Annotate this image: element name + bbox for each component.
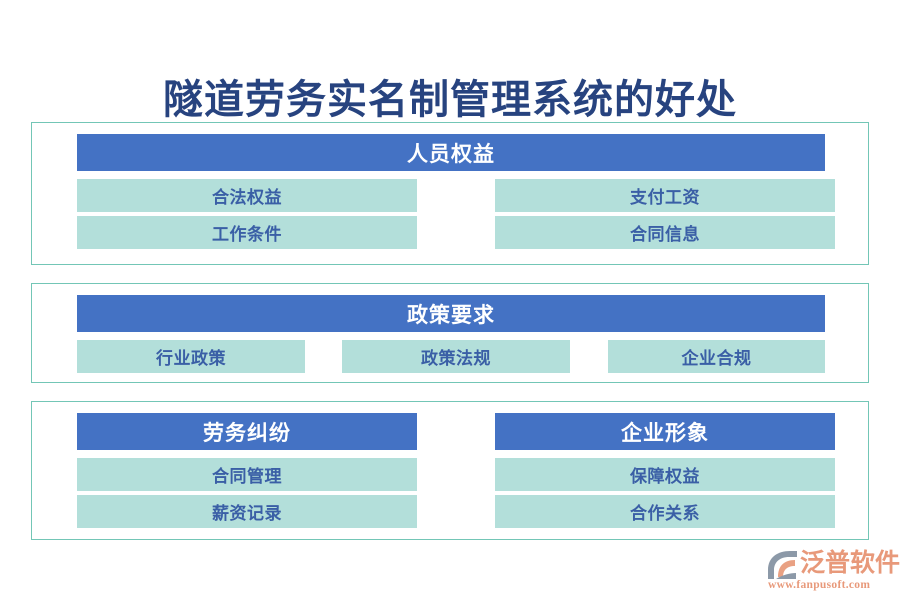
item-chip[interactable]: 保障权益 <box>495 458 835 491</box>
section-personnel-rights: 人员权益 合法权益 支付工资 工作条件 合同信息 <box>31 122 869 265</box>
item-chip[interactable]: 行业政策 <box>77 340 305 373</box>
item-chip[interactable]: 合同管理 <box>77 458 417 491</box>
item-chip[interactable]: 工作条件 <box>77 216 417 249</box>
brand-name: 泛普软件 <box>800 550 900 577</box>
item-chip[interactable]: 政策法规 <box>342 340 570 373</box>
section-header-policy-requirements[interactable]: 政策要求 <box>77 295 825 332</box>
section-header-corporate-image[interactable]: 企业形象 <box>495 413 835 450</box>
item-chip[interactable]: 合作关系 <box>495 495 835 528</box>
item-chip[interactable]: 合同信息 <box>495 216 835 249</box>
fanpu-swoosh-logo-icon <box>766 550 799 580</box>
section-header-personnel-rights[interactable]: 人员权益 <box>77 134 825 171</box>
brand-logo: 泛普软件 www.fanpusoft.com <box>766 549 900 593</box>
item-chip[interactable]: 薪资记录 <box>77 495 417 528</box>
brand-url: www.fanpusoft.com <box>768 579 871 591</box>
item-chip[interactable]: 企业合规 <box>608 340 825 373</box>
section-disputes-and-image: 劳务纠纷 企业形象 合同管理 薪资记录 保障权益 合作关系 <box>31 401 869 540</box>
page-title: 隧道劳务实名制管理系统的好处 <box>163 77 737 122</box>
section-header-labor-disputes[interactable]: 劳务纠纷 <box>77 413 417 450</box>
item-chip[interactable]: 合法权益 <box>77 179 417 212</box>
section-policy-requirements: 政策要求 行业政策 政策法规 企业合规 <box>31 283 869 383</box>
item-chip[interactable]: 支付工资 <box>495 179 835 212</box>
